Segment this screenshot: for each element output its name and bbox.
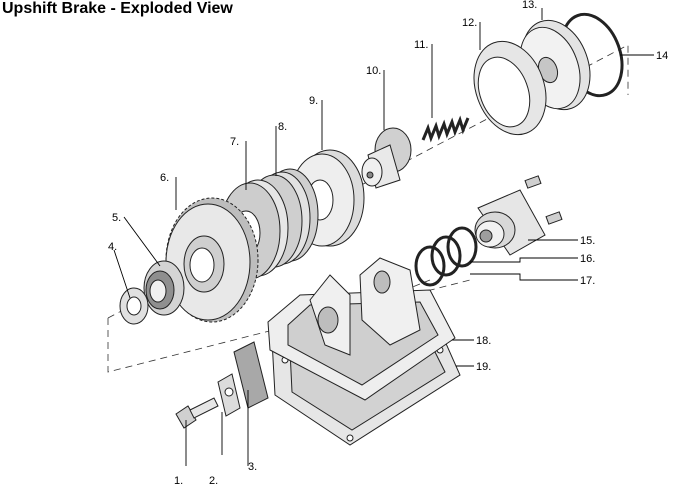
part-10-splined-shaft [361,127,412,189]
callout-17: 17. [580,275,595,287]
callout-16: 16. [580,253,595,265]
part-18-bracket-housing [267,257,456,401]
callout-19: 19. [476,361,491,373]
callout-5: 5. [112,212,121,224]
part-15-piston-cylinder [474,175,563,256]
callout-leader-lines [113,8,654,466]
callout-18: 18. [476,335,491,347]
diagram-title: Upshift Brake - Exploded View [2,0,233,17]
callout-9: 9. [309,95,318,107]
part-16-17-o-rings [414,226,478,287]
part-3-shim-plate [233,341,269,409]
part-11-spring [421,115,470,143]
callout-2: 2. [209,475,218,487]
callout-10: 10. [366,65,381,77]
callout-1: 1. [174,475,183,487]
part-5-bearing [143,260,185,316]
part-12-cover-ring [473,40,547,136]
part-6-main-gear [165,197,259,323]
callout-11: 11. [414,39,428,51]
callout-3: 3. [248,461,257,473]
callout-7: 7. [230,136,239,148]
callout-12: 12. [462,17,477,29]
callout-4: 4. [108,241,117,253]
callout-8: 8. [278,121,287,133]
part-1-bolt [175,397,219,429]
part-2-lock-tab [217,373,241,417]
callout-6: 6. [160,172,169,184]
callout-14: 14 [656,50,668,62]
part-4-washer [119,287,149,325]
callout-13: 13. [522,0,537,11]
callout-15: 15. [580,235,595,247]
callout-labels: 1. 2. 3. 4. 5. 6. 7. 8. 9. 10. 11. 12. 1… [108,0,668,487]
